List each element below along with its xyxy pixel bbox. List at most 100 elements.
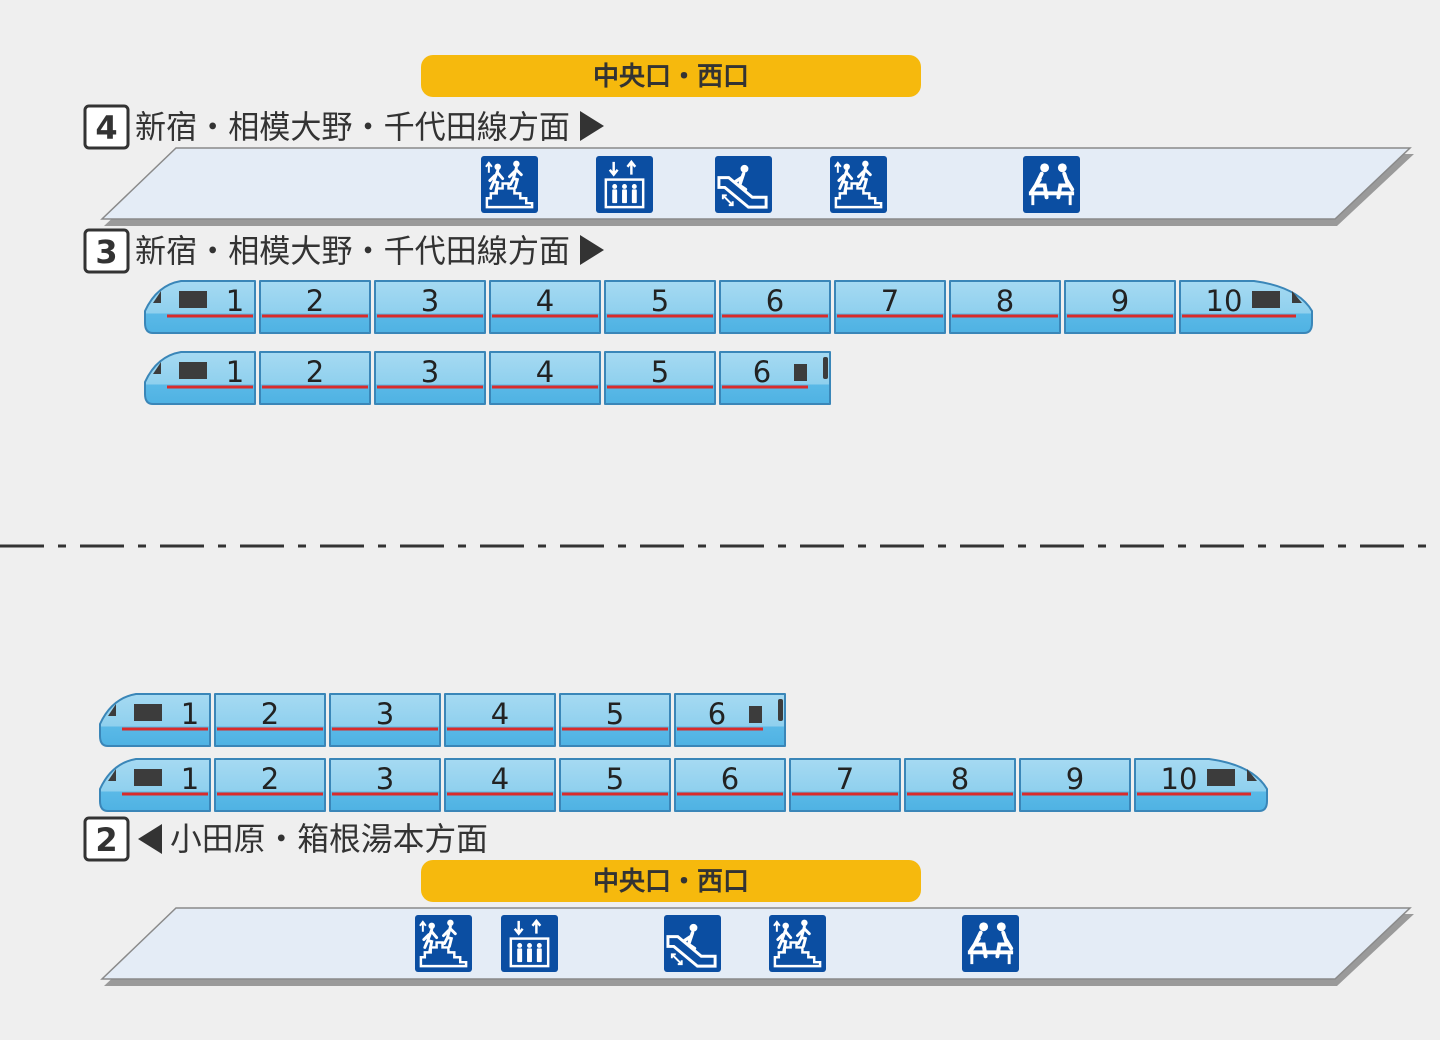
train-car-body [674,758,786,812]
car-number: 3 [376,697,394,731]
car-number: 4 [491,762,509,796]
train-car: 1 [99,758,211,812]
car-number: 5 [651,355,669,389]
train-car-body [259,280,371,334]
train-car-body [834,280,946,334]
car-number: 6 [708,697,726,731]
car-number: 2 [261,697,279,731]
train-car: 10 [1134,758,1268,812]
track3-number: 3 [95,233,117,271]
train-car: 2 [259,280,371,334]
train-car: 5 [559,693,671,747]
train-car: 3 [329,758,441,812]
cab-window [108,769,116,781]
train-track2-6car: 1 2 3 4 5 6 [99,693,786,747]
car-number: 4 [536,355,554,389]
train-car-body [489,351,601,405]
stairs-icon [481,156,538,213]
left-triangle-icon [138,824,162,854]
train-car: 9 [1019,758,1131,812]
train-car-body [1064,280,1176,334]
driver-window [179,362,207,379]
train-car-body [374,280,486,334]
train-car-body [719,280,831,334]
car-number: 2 [261,762,279,796]
bottom-exit-label: 中央口・西口 [593,867,749,897]
car-number: 9 [1111,284,1129,318]
train-car-body [559,693,671,747]
driver-window [179,291,207,308]
car-number: 5 [606,762,624,796]
coupler [778,699,783,721]
train-car-body [329,693,441,747]
cab-window [153,291,161,303]
car-number: 2 [306,284,324,318]
train-car-body [329,758,441,812]
train-car: 6 [719,351,831,405]
track2-number: 2 [95,821,117,859]
train-car-body [444,758,556,812]
right-triangle-icon [580,235,604,265]
car-number: 4 [491,697,509,731]
train-car: 4 [489,280,601,334]
train-car: 4 [489,351,601,405]
train-car-body [214,758,326,812]
train-car: 1 [144,280,256,334]
train-car: 5 [604,280,716,334]
train-car-body [259,351,371,405]
train-car: 10 [1179,280,1313,334]
car-number: 3 [421,284,439,318]
coupler-window [794,364,807,381]
train-car: 6 [719,280,831,334]
bottom-exit-sign: 中央口・西口 [421,860,921,902]
train-car: 5 [604,351,716,405]
car-number: 9 [1066,762,1084,796]
stairs-icon [769,915,826,972]
car-number: 5 [606,697,624,731]
top-exit-label: 中央口・西口 [593,62,749,92]
train-car: 3 [374,351,486,405]
stairs-icon [830,156,887,213]
elevator-icon [501,915,558,972]
train-car: 4 [444,758,556,812]
train-car: 8 [949,280,1061,334]
train-track3-10car: 1 2 3 4 5 6 7 8 9 10 [144,280,1313,334]
track4-label: 4 新宿・相模大野・千代田線方面 [83,104,604,150]
train-car-body [214,693,326,747]
train-car: 1 [99,693,211,747]
train-car: 7 [834,280,946,334]
elevator-icon [596,156,653,213]
car-number: 1 [181,697,199,731]
train-car-body [374,351,486,405]
stairs-icon [415,915,472,972]
right-triangle-icon [580,111,604,141]
train-car: 2 [214,693,326,747]
car-number: 3 [376,762,394,796]
train-car: 4 [444,693,556,747]
track2-label: 2 小田原・箱根湯本方面 [83,816,488,862]
coupler-window [749,706,762,723]
train-car-body [1019,758,1131,812]
track4-destination: 新宿・相模大野・千代田線方面 [135,108,570,146]
car-number: 6 [766,284,784,318]
car-number: 6 [721,762,739,796]
car-number: 4 [536,284,554,318]
train-car-body [604,351,716,405]
driver-window [134,704,162,721]
train-car: 1 [144,351,256,405]
car-number: 2 [306,355,324,389]
driver-window [1252,291,1280,308]
train-car-body [789,758,901,812]
car-number: 6 [753,355,771,389]
track4-number: 4 [95,109,117,147]
track2-destination: 小田原・箱根湯本方面 [170,820,488,858]
escalator-icon [664,915,721,972]
escalator-icon [715,156,772,213]
car-number: 7 [881,284,899,318]
train-car-body [1134,758,1268,812]
waiting-room-icon [962,915,1019,972]
train-car: 2 [214,758,326,812]
car-number: 1 [226,284,244,318]
